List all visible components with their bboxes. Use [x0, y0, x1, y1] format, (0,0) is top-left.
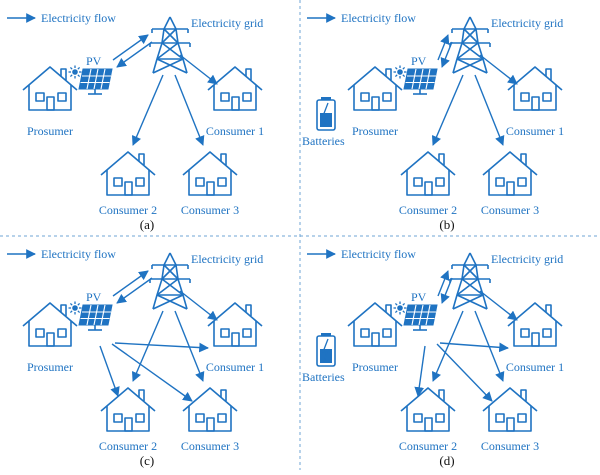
consumer-2-house-icon	[100, 387, 156, 432]
pv-to-consumer-2-arrow	[414, 345, 426, 397]
grid-to-consumer-2-arrow	[431, 74, 464, 146]
grid-to-consumer-3-arrow	[174, 74, 205, 146]
transmission-tower-icon	[149, 252, 191, 310]
prosumer-label: Prosumer	[352, 124, 398, 138]
grid-to-pv-arrow	[440, 277, 453, 304]
grid-to-consumer-1-arrow	[179, 290, 218, 321]
solar-panel-icon	[78, 68, 113, 95]
legend-label: Electricity flow	[341, 247, 416, 261]
sun-icon	[393, 301, 407, 315]
transmission-tower-icon	[449, 16, 491, 74]
battery-icon	[316, 333, 336, 367]
consumer-3-label: Consumer 3	[481, 203, 539, 217]
grid-to-consumer-3-arrow	[474, 74, 505, 146]
pv-to-grid-arrow	[112, 34, 149, 61]
grid-to-consumer-2-arrow	[431, 310, 464, 382]
prosumer-label: Prosumer	[352, 360, 398, 374]
pv-label: PV	[411, 54, 427, 68]
prosumer-house-icon	[347, 66, 403, 111]
pv-label: PV	[86, 54, 102, 68]
pv-to-consumer-2-arrow	[99, 345, 120, 397]
sun-icon	[68, 301, 82, 315]
grid-label: Electricity grid	[191, 252, 263, 266]
grid-label: Electricity grid	[491, 16, 563, 30]
grid-label: Electricity grid	[491, 252, 563, 266]
consumer-1-label: Consumer 1	[206, 360, 264, 374]
consumer-1-label: Consumer 1	[506, 124, 564, 138]
consumer-2-label: Consumer 2	[399, 439, 457, 453]
prosumer-label: Prosumer	[27, 360, 73, 374]
legend-label: Electricity flow	[41, 247, 116, 261]
grid-to-pv-arrow	[116, 277, 153, 304]
transmission-tower-icon	[149, 16, 191, 74]
panel-caption: (b)	[439, 217, 454, 232]
legend-label: Electricity flow	[41, 11, 116, 25]
pv-to-grid-arrow	[437, 34, 450, 61]
sun-icon	[68, 65, 82, 79]
consumer-1-house-icon	[507, 302, 563, 347]
prosumer-house-icon	[22, 302, 78, 347]
consumer-3-house-icon	[482, 151, 538, 196]
panel-caption: (c)	[140, 453, 154, 468]
pv-to-consumer-1-arrow	[439, 342, 509, 353]
solar-panel-icon	[403, 68, 438, 95]
panel-d: Electricity flow Electricity gridProsumer…	[302, 247, 564, 468]
prosumer-label: Prosumer	[27, 124, 73, 138]
panel-b: Electricity flow Electricity gridProsumer…	[302, 11, 564, 232]
panel-caption: (d)	[439, 453, 454, 468]
consumer-3-label: Consumer 3	[481, 439, 539, 453]
pv-to-grid-arrow	[112, 270, 149, 297]
grid-to-consumer-1-arrow	[479, 290, 518, 321]
consumer-1-house-icon	[207, 302, 263, 347]
grid-to-pv-arrow	[116, 41, 153, 68]
legend-label: Electricity flow	[341, 11, 416, 25]
pv-to-grid-arrow	[437, 270, 450, 297]
grid-to-consumer-2-arrow	[131, 310, 164, 382]
solar-panel-icon	[403, 304, 438, 331]
grid-to-consumer-3-arrow	[174, 310, 205, 382]
pv-label: PV	[411, 290, 427, 304]
prosumer-house-icon	[347, 302, 403, 347]
pv-to-consumer-3-arrow	[436, 343, 493, 402]
consumer-1-house-icon	[507, 66, 563, 111]
consumer-2-label: Consumer 2	[99, 439, 157, 453]
pv-to-consumer-3-arrow	[111, 343, 193, 402]
prosumer-house-icon	[22, 66, 78, 111]
grid-to-consumer-1-arrow	[179, 54, 218, 85]
consumer-2-label: Consumer 2	[399, 203, 457, 217]
panel-a: Electricity flow Electricity gridProsumer…	[7, 11, 264, 232]
pv-to-consumer-1-arrow	[114, 342, 209, 353]
consumer-2-house-icon	[400, 151, 456, 196]
consumer-2-house-icon	[400, 387, 456, 432]
consumer-2-label: Consumer 2	[99, 203, 157, 217]
transmission-tower-icon	[449, 252, 491, 310]
consumer-2-house-icon	[100, 151, 156, 196]
grid-label: Electricity grid	[191, 16, 263, 30]
solar-panel-icon	[78, 304, 113, 331]
consumer-1-label: Consumer 1	[206, 124, 264, 138]
consumer-3-house-icon	[182, 387, 238, 432]
panel-caption: (a)	[140, 217, 154, 232]
batteries-label: Batteries	[302, 134, 345, 148]
grid-to-consumer-2-arrow	[131, 74, 164, 146]
consumer-1-house-icon	[207, 66, 263, 111]
sun-icon	[393, 65, 407, 79]
grid-to-pv-arrow	[440, 41, 453, 68]
panel-c: Electricity flow Electricity gridProsumer…	[7, 247, 264, 468]
batteries-label: Batteries	[302, 370, 345, 384]
consumer-1-label: Consumer 1	[506, 360, 564, 374]
consumer-3-house-icon	[182, 151, 238, 196]
battery-icon	[316, 97, 336, 131]
consumer-3-house-icon	[482, 387, 538, 432]
grid-to-consumer-1-arrow	[479, 54, 518, 85]
consumer-3-label: Consumer 3	[181, 439, 239, 453]
consumer-3-label: Consumer 3	[181, 203, 239, 217]
pv-label: PV	[86, 290, 102, 304]
